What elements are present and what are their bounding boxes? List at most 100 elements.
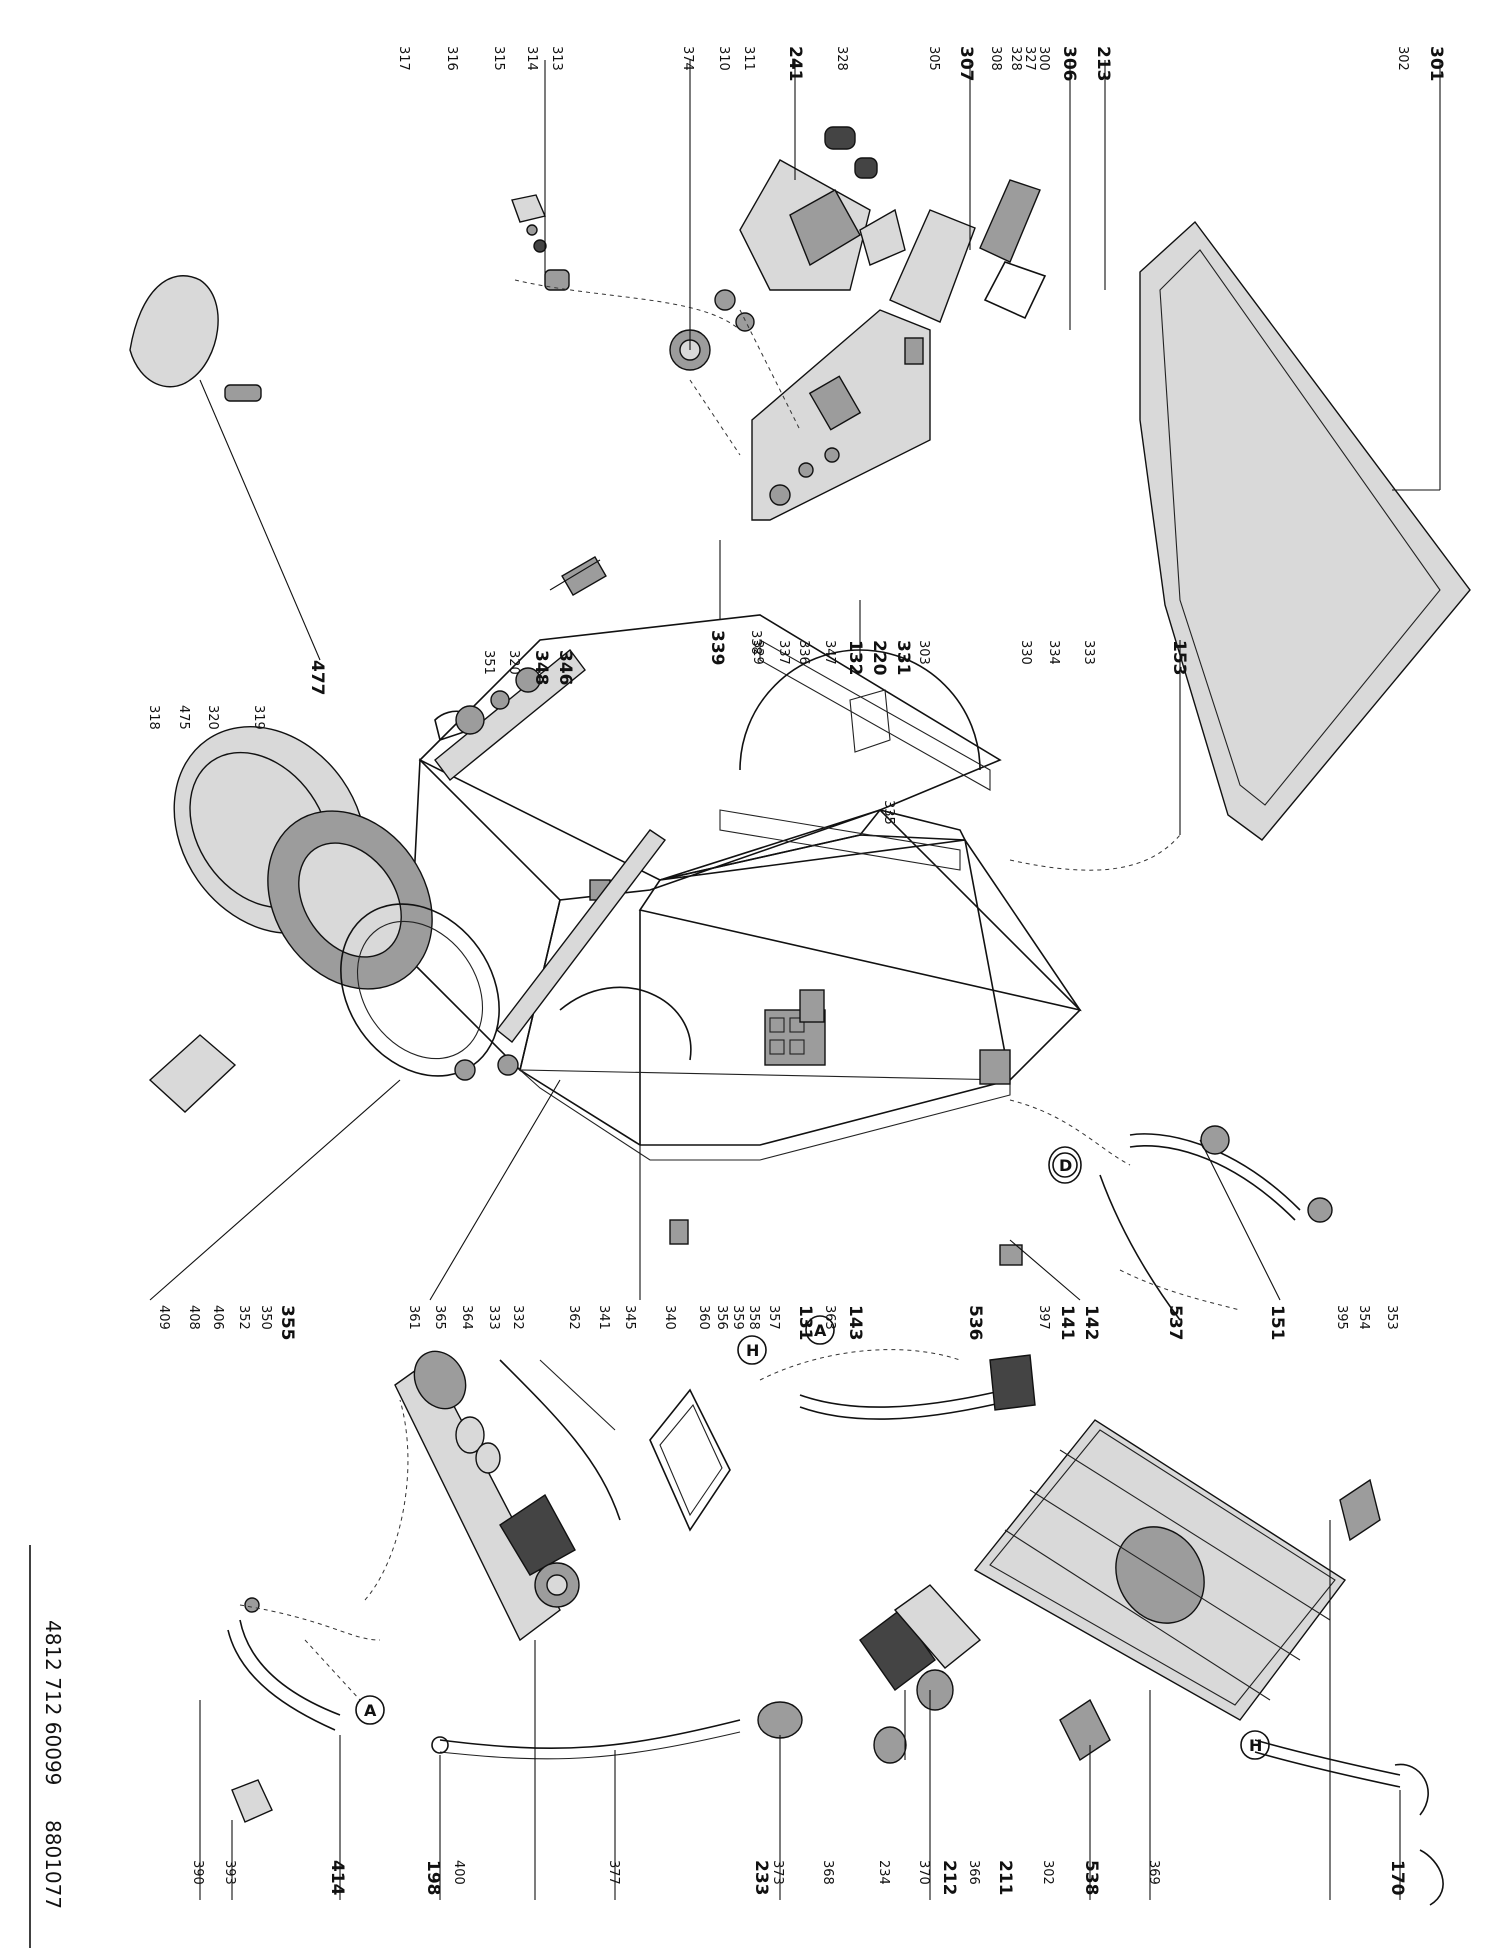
hose-477-connector <box>224 384 262 402</box>
drawer-compartment <box>789 189 861 267</box>
label-320b: 320 <box>205 705 220 730</box>
top-lid-inner <box>1159 249 1441 806</box>
main-cabinet-part <box>409 614 1082 1266</box>
heater-element-536 <box>799 1389 1006 1408</box>
cabinet-outline-front <box>519 809 1082 1146</box>
window-frame-outer <box>649 1388 731 1532</box>
label-314: 314 <box>524 46 539 71</box>
drawer-clip-305 <box>859 208 906 266</box>
label-300: 300 <box>1036 46 1051 71</box>
part-number-labels: 301 302 213 306 300 327 328 308 307 305 … <box>146 46 1446 1896</box>
top-lid-outline <box>1139 220 1471 841</box>
power-cord-end <box>1419 1849 1444 1906</box>
label-362: 362 <box>566 1305 581 1330</box>
inlet-hose-part <box>1048 1125 1333 1223</box>
back-panel-clip-395 <box>1339 1478 1381 1542</box>
circle-marker-a2 <box>805 1315 835 1345</box>
label-352: 352 <box>236 1305 251 1330</box>
label-393: 393 <box>222 1860 237 1885</box>
cabinet-front-rail <box>759 639 991 791</box>
label-334: 334 <box>1046 640 1061 665</box>
label-363: 363 <box>822 1305 837 1330</box>
pressure-switch-233 <box>757 1701 803 1739</box>
label-341: 341 <box>596 1305 611 1330</box>
strap-332 <box>499 1359 621 1521</box>
dash-knob-310 <box>739 309 801 431</box>
inner-switch-131 <box>799 989 825 1023</box>
dash-153 <box>1009 834 1181 871</box>
label-315: 315 <box>491 46 506 71</box>
door-assembly-part <box>148 710 500 1113</box>
label-414: 414 <box>327 1860 347 1896</box>
sensor-wire-537 <box>1099 1174 1181 1321</box>
front-rail-364 <box>496 829 667 1043</box>
leader-lines <box>149 60 1401 1900</box>
label-310: 310 <box>716 46 731 71</box>
long-hose-part <box>431 1701 803 1760</box>
drawer-cap-upper <box>824 126 856 150</box>
washer-315 <box>526 224 538 236</box>
top-hose-477-part <box>129 275 321 661</box>
circle-marker-h1 <box>737 1335 767 1365</box>
cabinet-mid-rail <box>719 809 961 871</box>
document-code-secondary: 8801077 <box>41 1820 65 1909</box>
label-538: 538 <box>1081 1860 1101 1896</box>
leader-477 <box>199 379 321 661</box>
label-316: 316 <box>444 46 459 71</box>
label-338: 338 <box>748 630 763 655</box>
label-354: 354 <box>1356 1305 1371 1330</box>
label-340: 340 <box>662 1305 677 1330</box>
label-141: 141 <box>1057 1305 1077 1341</box>
label-369: 369 <box>1146 1860 1161 1885</box>
motor-ring-a <box>455 1416 485 1454</box>
cabinet-pcb-cell-2 <box>789 1017 805 1033</box>
label-350: 350 <box>258 1305 273 1330</box>
document-code-block: 4812 712 60099 8801077 <box>29 1545 65 1948</box>
dash-sensor <box>1119 1269 1241 1311</box>
label-311: 311 <box>741 46 756 71</box>
label-220: 220 <box>869 640 889 676</box>
control-panel-display <box>808 375 862 431</box>
label-537: 537 <box>1165 1305 1185 1341</box>
label-348: 348 <box>531 650 551 686</box>
label-142: 142 <box>1081 1305 1101 1341</box>
pump-assembly-part <box>859 1584 982 1764</box>
label-351: 351 <box>481 650 496 675</box>
motor-pulley-409 <box>413 1350 467 1410</box>
hose-477-dome <box>129 275 219 388</box>
label-308: 308 <box>988 46 1003 71</box>
hinge-knob-320 <box>490 690 510 710</box>
hinge-knob-348 <box>455 705 485 735</box>
front-rail-part <box>454 829 667 1081</box>
hose-end-363 <box>431 1736 449 1754</box>
dash-heater <box>759 1349 961 1381</box>
plug-346-wire <box>549 559 601 591</box>
dash-inlet <box>1009 1099 1131 1166</box>
inlet-ring-d <box>1048 1146 1082 1184</box>
inner-component-part <box>589 879 825 1245</box>
long-hose-377 <box>439 1719 741 1749</box>
hinge-knob-352 <box>515 667 541 693</box>
power-cord-part <box>1254 1739 1444 1906</box>
label-373: 373 <box>770 1860 785 1885</box>
cabinet-top-frame <box>418 614 1002 881</box>
motor-ring-b <box>475 1442 501 1474</box>
label-302: 302 <box>1395 46 1410 71</box>
circle-letter-a1: A <box>364 1701 377 1720</box>
pump-cap-370 <box>916 1669 954 1711</box>
label-357: 357 <box>766 1305 781 1330</box>
power-cord-170 <box>1254 1739 1401 1776</box>
control-panel-button-2 <box>824 447 840 463</box>
circle-letter-h2: H <box>1249 1736 1262 1755</box>
label-395: 395 <box>1334 1305 1349 1330</box>
strap-part <box>499 1359 621 1521</box>
label-303: 303 <box>916 640 931 665</box>
circled-letters: A A H H D <box>355 1152 1270 1760</box>
back-panel-rib-3 <box>1004 1529 1271 1701</box>
control-panel-part <box>751 309 931 521</box>
dash-hose-a <box>304 1639 361 1701</box>
small-knobs-part <box>511 194 755 371</box>
label-332: 332 <box>510 1305 525 1330</box>
label-361: 361 <box>406 1305 421 1330</box>
